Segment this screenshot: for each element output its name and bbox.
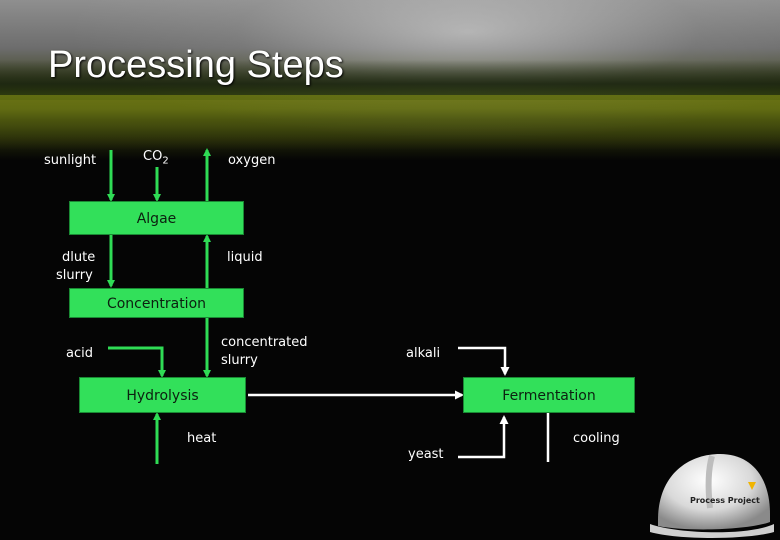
fermentation-box: Fermentation — [463, 377, 635, 413]
algae-box: Algae — [69, 201, 244, 235]
concentration-label: Concentration — [107, 296, 206, 312]
hard-hat-logo: Process Project — [648, 450, 774, 538]
fermentation-label: Fermentation — [502, 388, 595, 404]
dilute-slurry-label-line2: slurry — [56, 267, 93, 284]
co2-label: CO2 — [143, 148, 169, 170]
arrow-yeast — [458, 417, 504, 457]
algae-label: Algae — [137, 211, 177, 227]
co2-subscript: 2 — [162, 156, 168, 167]
yeast-label: yeast — [408, 446, 444, 463]
arrow-alkali — [458, 348, 505, 374]
sunlight-label: sunlight — [44, 152, 96, 169]
arrow-acid — [108, 348, 162, 376]
dilute-slurry-label-line1: dlute — [62, 249, 95, 266]
hydrolysis-label: Hydrolysis — [126, 388, 198, 404]
concentrated-slurry-label-line1: concentrated — [221, 334, 307, 351]
co2-text: CO — [143, 149, 162, 164]
alkali-label: alkali — [406, 345, 440, 362]
hydrolysis-box: Hydrolysis — [79, 377, 246, 413]
liquid-label: liquid — [227, 249, 263, 266]
acid-label: acid — [66, 345, 93, 362]
oxygen-label: oxygen — [228, 152, 275, 169]
concentration-box: Concentration — [69, 288, 244, 318]
concentrated-slurry-label-line2: slurry — [221, 352, 258, 369]
cooling-label: cooling — [573, 430, 620, 447]
logo-text: Process Project — [690, 496, 760, 505]
heat-label: heat — [187, 430, 216, 447]
